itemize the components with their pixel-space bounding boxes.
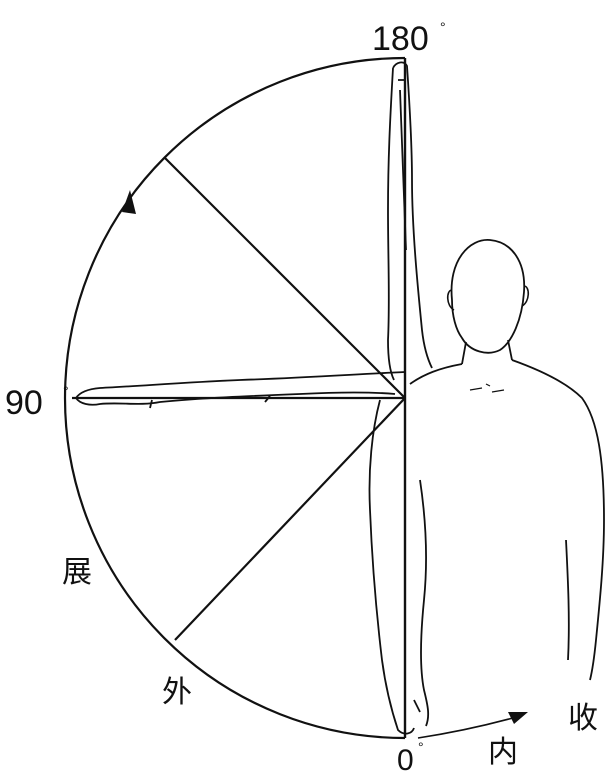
arrow-head-icon [508,712,528,724]
label-adduction-char-1: 内 [488,735,518,770]
horizontal-arm [76,372,405,408]
torso-outline [410,360,604,680]
label-abduction-char-2: 外 [162,675,192,710]
degree-mark-180: ° [440,19,446,35]
label-90: 90 [5,384,43,422]
label-abduction-char-1: 展 [62,555,92,590]
collarbone [470,384,504,392]
label-180: 180 [372,20,429,58]
label-adduction-char-2: 收 [568,701,598,736]
radial-line-135 [165,158,405,398]
degree-mark-90: ° [63,383,69,399]
label-0: 0 [397,744,414,777]
degree-mark-0: ° [418,739,424,755]
lowered-arm [369,400,428,734]
raised-arm [388,62,432,380]
head-outline [452,240,525,353]
